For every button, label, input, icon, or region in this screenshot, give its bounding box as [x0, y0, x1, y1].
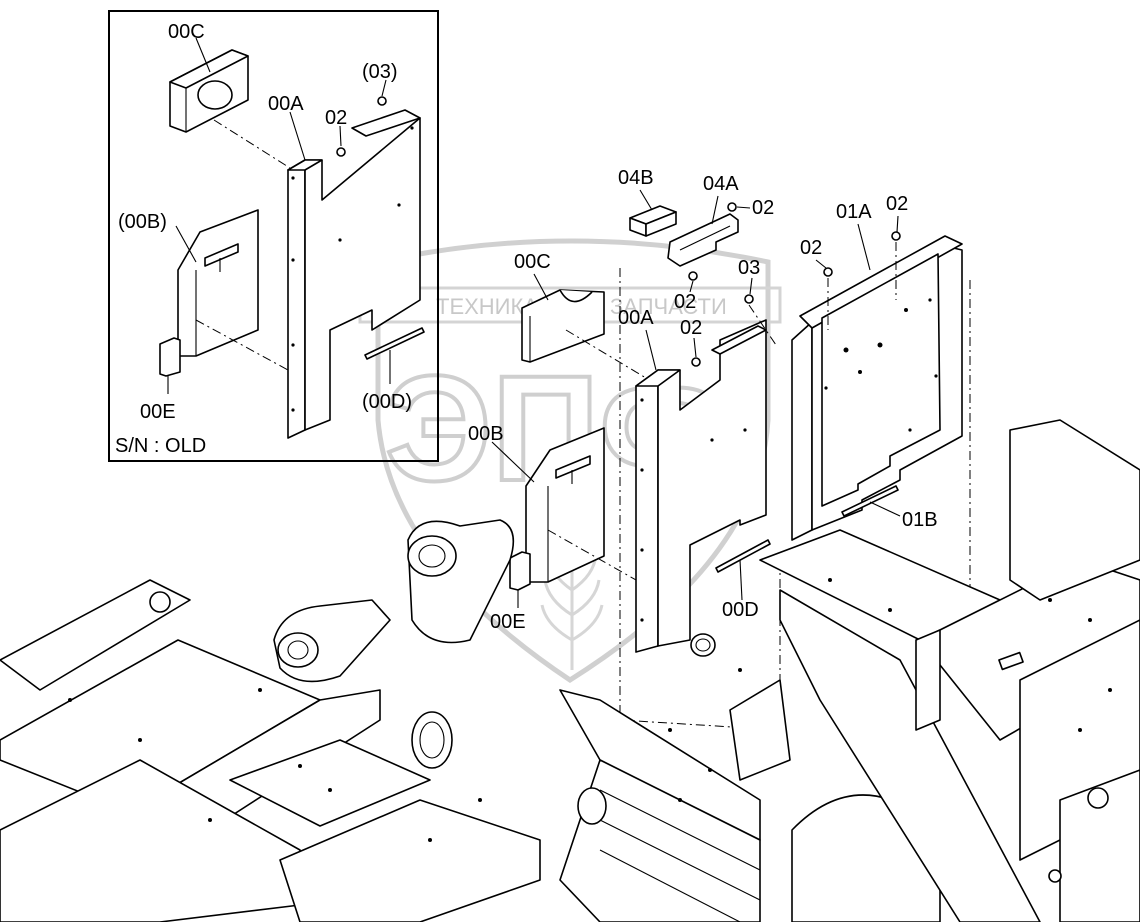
bolt-03 [744, 294, 754, 304]
part-01b [841, 485, 899, 517]
ring-part [690, 633, 716, 657]
boom-foot [273, 519, 515, 683]
label-00c: 00C [514, 251, 551, 273]
frame-right-deck [759, 419, 1140, 922]
frame-center [411, 668, 941, 922]
inset-old-serial: 00C (03) 00A 02 (00B) 00E (00D) S/N : OL… [108, 10, 439, 462]
inset-caption: S/N : OLD [115, 435, 206, 457]
part-04b [629, 205, 677, 237]
label-01b: 01B [902, 509, 938, 531]
part-01a [791, 235, 963, 541]
inset-part-00d [364, 327, 425, 360]
main-assembly: 04B 04A 02 01A 02 02 00C 03 02 00A 02 00… [468, 167, 971, 731]
inset-label-00c: 00C [168, 21, 205, 43]
inset-part-00e [159, 337, 181, 377]
inset-part-00a [287, 109, 421, 439]
label-02-e: 02 [680, 317, 702, 339]
label-00b: 00B [468, 423, 504, 445]
label-03: 03 [738, 257, 760, 279]
bolt-02-b [891, 231, 901, 241]
part-00e [509, 551, 531, 591]
label-00e: 00E [490, 611, 526, 633]
inset-label-00b: (00B) [118, 211, 167, 233]
inset-part-00b [177, 209, 259, 357]
part-00a [635, 319, 767, 653]
part-00d [715, 539, 771, 573]
label-00d: 00D [722, 599, 759, 621]
watermark-text-right: ЗАПЧАСТИ [610, 294, 727, 319]
bolt-02-e [691, 357, 701, 367]
machine-frame [0, 419, 1140, 922]
inset-part-00c [169, 49, 249, 133]
label-01a: 01A [836, 201, 872, 223]
part-04a [667, 213, 739, 267]
inset-label-00d: (00D) [362, 391, 412, 413]
label-02-c: 02 [800, 237, 822, 259]
label-02-d: 02 [674, 291, 696, 313]
part-00c [521, 289, 605, 363]
inset-bolt-03 [377, 96, 387, 106]
bolt-02-a [727, 202, 737, 212]
frame-left-deck [0, 579, 541, 922]
label-04a: 04A [703, 173, 739, 195]
inset-label-03: (03) [362, 61, 398, 83]
inset-bolt-02 [336, 147, 346, 157]
label-04b: 04B [618, 167, 654, 189]
label-02-a: 02 [752, 197, 774, 219]
inset-label-00e: 00E [140, 401, 176, 423]
label-00a: 00A [618, 307, 654, 329]
inset-label-02: 02 [325, 107, 347, 129]
inset-label-00a: 00A [268, 93, 304, 115]
label-02-b: 02 [886, 193, 908, 215]
inset-frame [108, 10, 439, 462]
bolt-02-c [823, 267, 833, 277]
bolt-02-d [688, 271, 698, 281]
